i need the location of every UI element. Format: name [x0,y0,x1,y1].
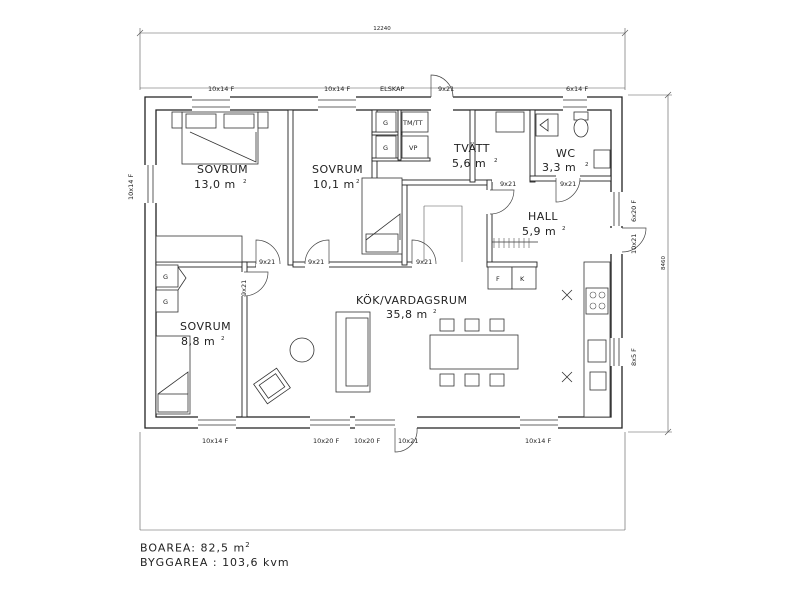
room-area-sovrum-1: 13,0 m [194,178,236,191]
opening-labels: 10x14 F 10x14 F ELSKAP 9x21 6x14 F 10x14… [127,85,638,445]
label-window-top-3: 6x14 F [566,85,588,93]
sup-6: 2 [562,226,566,232]
boarea-line: BOAREA: 82,5 m2 [140,541,251,555]
label-window-bottom-2: 10x20 F [313,437,339,445]
room-name-sovrum-1: SOVRUM [197,163,248,176]
label-vp: VP [409,144,417,152]
label-door-3: 9x21 [240,280,248,296]
sup-7: 2 [433,309,437,315]
sup-2: 2 [356,179,360,185]
label-g-4: G [163,298,168,306]
room-name-kok: KÖK/VARDAGSRUM [356,294,467,307]
dimension-lines [136,28,672,436]
label-g-1: G [383,119,388,127]
label-window-top-2: 10x14 F [324,85,350,93]
room-name-sovrum-3: SOVRUM [180,320,231,333]
label-door-5: 9x21 [500,180,516,188]
room-area-sovrum-3: 8,8 m [181,335,215,348]
byggarea-line: BYGGAREA : 103,6 kvm [140,556,290,569]
room-name-wc: WC [556,147,576,160]
label-door-6: 9x21 [560,180,576,188]
label-elskap: ELSKAP [380,85,404,93]
roof-outline [139,432,626,531]
sup-1: 2 [243,179,247,185]
furniture [155,111,611,418]
label-door-1: 9x21 [259,258,275,266]
label-door-right: 10x21 [630,234,638,254]
byggarea-value: 103,6 kvm [222,556,290,569]
label-f: F [496,275,500,283]
room-area-hall: 5,9 m [522,225,556,238]
sup-5: 2 [585,162,589,168]
boarea-label: BOAREA: [140,541,196,555]
label-k: K [520,275,525,283]
boarea-value: 82,5 m [200,541,246,555]
sup-3: 2 [221,336,225,342]
byggarea-label: BYGGAREA : [140,556,218,569]
label-g-3: G [163,273,168,281]
exterior-walls [144,96,623,429]
label-tmtt: TM/TT [402,119,423,127]
room-name-hall: HALL [528,210,558,223]
interior-doors [241,175,581,297]
label-window-left: 10x14 F [127,174,135,200]
room-area-wc: 3,3 m [542,161,576,174]
dimension-width: 12240 [373,26,391,32]
label-door-2: 9x21 [308,258,324,266]
interior-walls [155,109,612,418]
room-area-sovrum-2: 10,1 m [313,178,355,191]
sup-4: 2 [494,158,498,164]
label-g-2: G [383,144,388,152]
label-door-top: 9x21 [438,85,454,93]
windows [144,96,623,429]
label-window-bottom-3: 10x20 F [354,437,380,445]
room-area-tvatt: 5,6 m [452,157,486,170]
label-window-right-2: 8x5 F [630,348,638,366]
label-window-bottom-4: 10x14 F [525,437,551,445]
label-window-right-1: 6x20 F [630,200,638,222]
room-area-kok: 35,8 m [386,308,428,321]
label-window-top-1: 10x14 F [208,85,234,93]
exterior-doors [394,74,647,453]
label-door-bottom: 10x21 [398,437,418,445]
room-name-sovrum-2: SOVRUM [312,163,363,176]
room-name-tvatt: TVÄTT [453,142,490,155]
dimension-depth: 8460 [661,256,667,270]
label-door-4: 9x21 [416,258,432,266]
boarea-sup: 2 [245,541,251,549]
label-window-bottom-1: 10x14 F [202,437,228,445]
